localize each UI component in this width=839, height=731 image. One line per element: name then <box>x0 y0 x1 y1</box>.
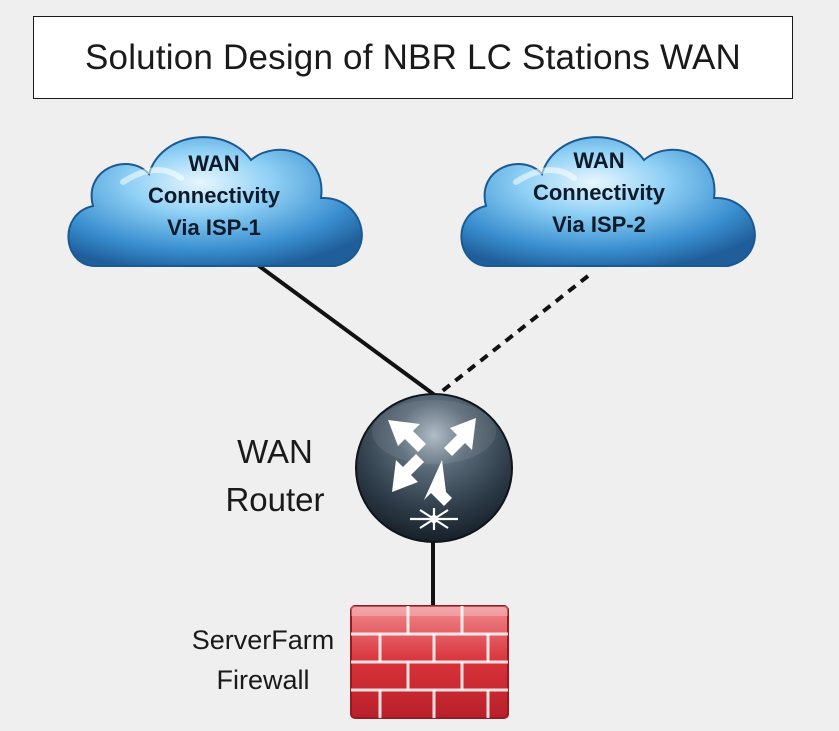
cloud-icon <box>67 136 363 267</box>
router-icon <box>355 393 513 543</box>
router-label-line2: Router <box>225 481 325 518</box>
firewall-label-line2: Firewall <box>216 665 310 695</box>
router-label: WAN Router <box>200 428 350 524</box>
cloud-isp2-line3: Via ISP-2 <box>552 212 646 237</box>
cloud-isp2-label: WAN Connectivity Via ISP-2 <box>479 145 719 241</box>
firewall-label: ServerFarm Firewall <box>178 620 348 700</box>
link-isp2-router <box>434 274 590 398</box>
cloud-isp1-line2: Connectivity <box>147 183 281 208</box>
cloud-isp1-line1: WAN <box>188 151 240 176</box>
cloud-isp2-line1: WAN <box>573 148 625 173</box>
firewall-label-line1: ServerFarm <box>191 625 335 655</box>
cloud-isp1-label: WAN Connectivity Via ISP-1 <box>94 148 334 244</box>
title-box: Solution Design of NBR LC Stations WAN <box>33 16 793 99</box>
cloud-icon <box>460 136 756 267</box>
link-isp1-router <box>253 261 438 398</box>
router-label-line1: WAN <box>237 433 313 470</box>
firewall-icon <box>350 605 509 719</box>
cloud-isp2-line2: Connectivity <box>532 180 666 205</box>
diagram-title: Solution Design of NBR LC Stations WAN <box>84 37 742 77</box>
cloud-isp1-line3: Via ISP-1 <box>167 215 261 240</box>
